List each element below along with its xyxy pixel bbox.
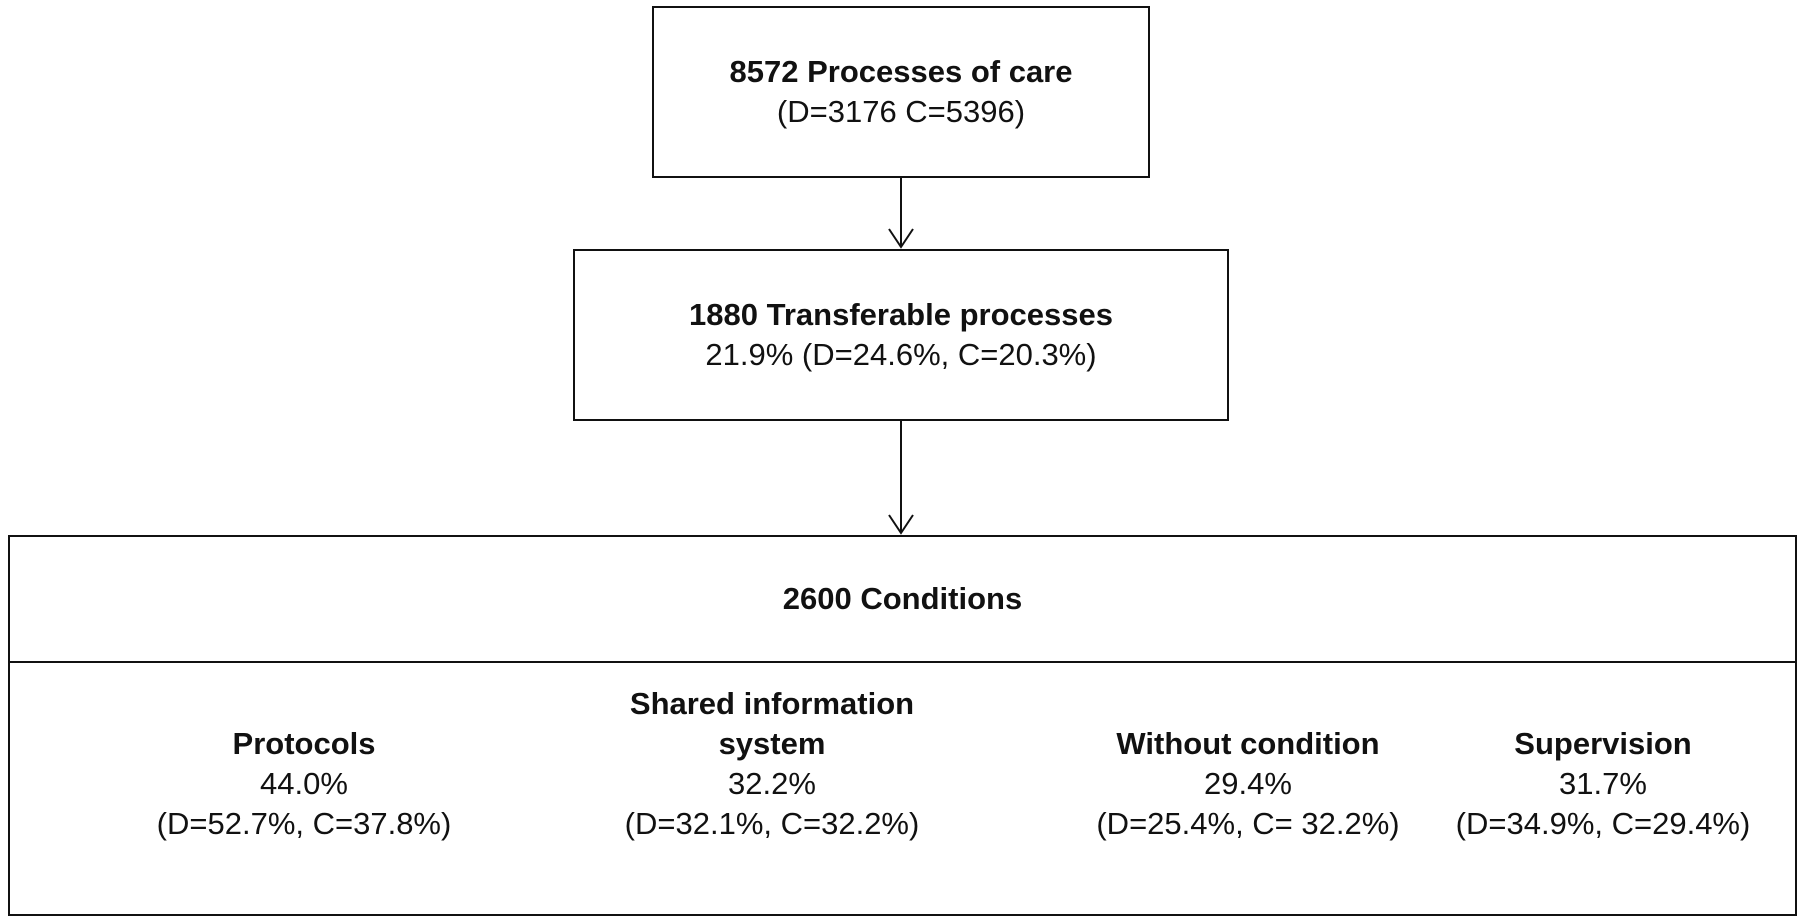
condition-name: Protocols xyxy=(232,726,376,761)
condition-supervision: Supervision 31.7% (D=34.9%, C=29.4%) xyxy=(1413,724,1793,844)
arrow-mid-to-conditions-head xyxy=(888,514,914,535)
condition-percent: 31.7% xyxy=(1559,766,1647,801)
condition-percent: 44.0% xyxy=(260,766,348,801)
transferable-processes-detail: 21.9% (D=24.6%, C=20.3%) xyxy=(705,337,1097,372)
condition-name: Without condition xyxy=(1116,726,1380,761)
condition-protocols: Protocols 44.0% (D=52.7%, C=37.8%) xyxy=(114,724,494,844)
transferable-processes-box: 1880 Transferable processes 21.9% (D=24.… xyxy=(573,249,1229,421)
condition-shared-information-system: Shared information system 32.2% (D=32.1%… xyxy=(582,684,962,844)
condition-detail: (D=25.4%, C= 32.2%) xyxy=(1096,806,1400,841)
condition-name: Shared information system xyxy=(629,686,915,761)
condition-detail: (D=52.7%, C=37.8%) xyxy=(156,806,452,841)
arrow-top-to-mid-head xyxy=(888,228,914,249)
condition-name: Supervision xyxy=(1514,726,1692,761)
condition-percent: 29.4% xyxy=(1204,766,1292,801)
condition-without-condition: Without condition 29.4% (D=25.4%, C= 32.… xyxy=(1058,724,1438,844)
processes-of-care-box: 8572 Processes of care (D=3176 C=5396) xyxy=(652,6,1150,178)
conditions-box: 2600 Conditions Protocols 44.0% (D=52.7%… xyxy=(8,535,1797,916)
transferable-processes-title: 1880 Transferable processes xyxy=(689,297,1113,332)
condition-percent: 32.2% xyxy=(728,766,816,801)
condition-detail: (D=32.1%, C=32.2%) xyxy=(624,806,920,841)
conditions-title: 2600 Conditions xyxy=(10,537,1795,663)
condition-detail: (D=34.9%, C=29.4%) xyxy=(1455,806,1751,841)
processes-of-care-title: 8572 Processes of care xyxy=(729,54,1073,89)
processes-of-care-detail: (D=3176 C=5396) xyxy=(776,94,1026,129)
